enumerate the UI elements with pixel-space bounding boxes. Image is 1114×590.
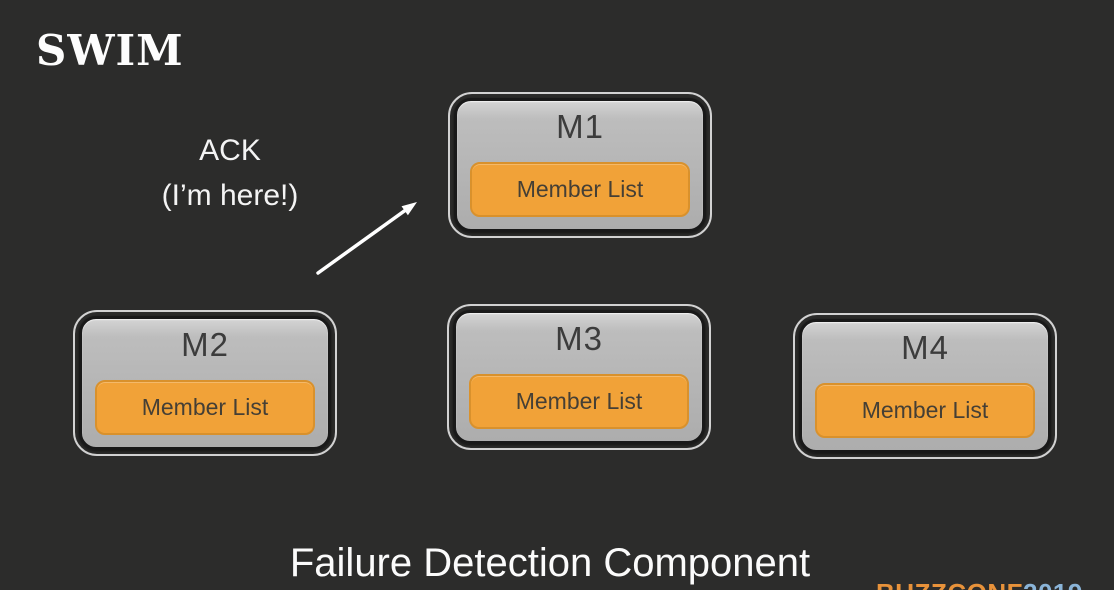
- node-m1-panel: M1 Member List: [454, 98, 706, 232]
- node-m2-member-list: Member List: [95, 380, 315, 435]
- slide-caption: Failure Detection Component: [289, 541, 811, 585]
- node-m1-member-list: Member List: [470, 162, 690, 217]
- node-m3-label: M3: [555, 320, 603, 357]
- node-m4-member-list: Member List: [815, 383, 1035, 438]
- watermark: BUZZCONF2019: [876, 578, 1083, 590]
- node-m2-label: M2: [181, 326, 229, 363]
- node-m4-label: M4: [901, 329, 949, 366]
- node-m3-member-list: Member List: [469, 374, 689, 429]
- ack-annotation-line2: (I’m here!): [161, 179, 299, 212]
- watermark-left: BUZZCONF: [876, 578, 1023, 590]
- ack-annotation: ACK (I’m here!): [130, 128, 330, 218]
- node-m1-label: M1: [556, 108, 604, 145]
- node-m1: M1 Member List: [448, 92, 712, 238]
- node-m2: M2 Member List: [73, 310, 337, 456]
- ack-arrow-icon: [316, 202, 417, 275]
- node-m2-panel: M2 Member List: [79, 316, 331, 450]
- node-m4-panel: M4 Member List: [799, 319, 1051, 453]
- node-m3: M3 Member List: [447, 304, 711, 450]
- node-m4: M4 Member List: [793, 313, 1057, 459]
- node-m3-panel: M3 Member List: [453, 310, 705, 444]
- slide-title: SWIM: [36, 26, 184, 75]
- ack-annotation-line1: ACK: [199, 134, 261, 167]
- watermark-right: 2019: [1023, 578, 1083, 590]
